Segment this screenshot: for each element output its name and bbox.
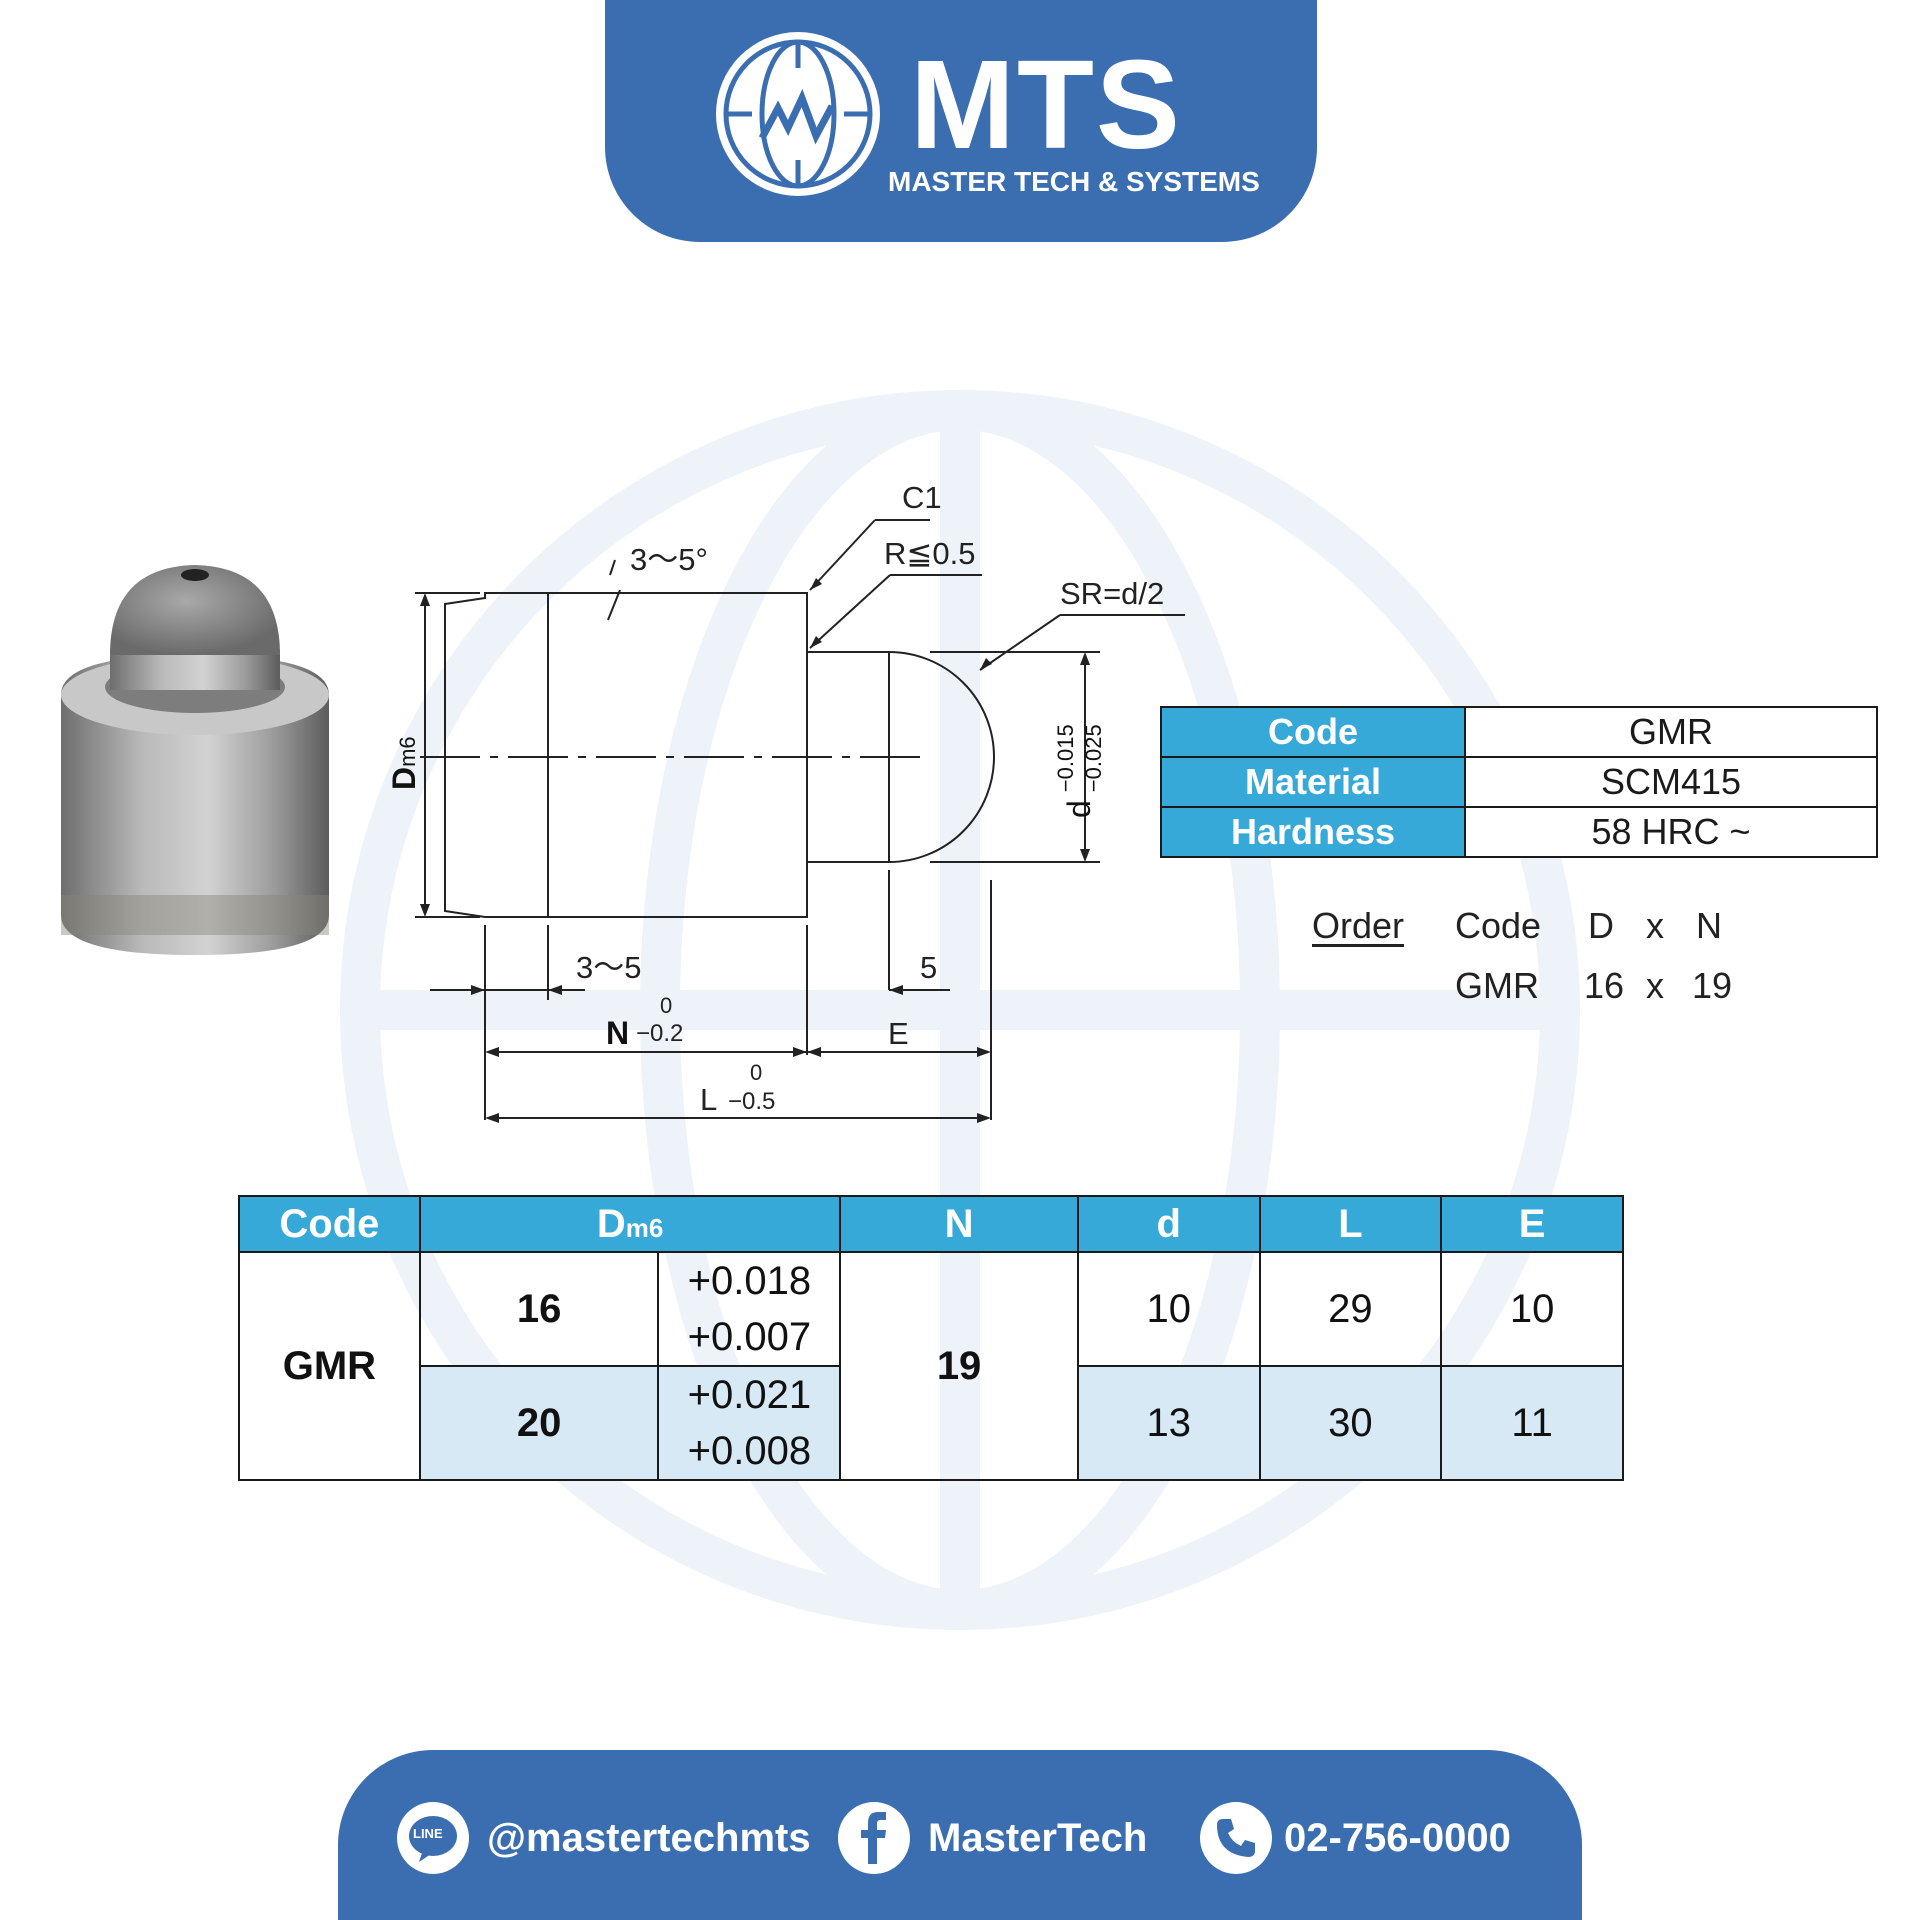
diameter-fit: m6: [395, 736, 420, 767]
phone-number: 02-756-0000: [1284, 1815, 1511, 1860]
n-dimension-label: N: [606, 1015, 630, 1051]
cell-tol-lower: +0.007: [657, 1309, 842, 1367]
order-header-code: Code: [1455, 905, 1542, 946]
small-d-tol-upper: −0.015: [1053, 724, 1078, 793]
spec-value: SCM415: [1464, 756, 1878, 808]
spec-row: Hardness 58 HRC ~: [1160, 806, 1878, 858]
spec-row: Material SCM415: [1160, 756, 1878, 808]
order-header-x: x: [1646, 905, 1664, 946]
phone-contact[interactable]: 02-756-0000: [1200, 1800, 1511, 1876]
spec-value: GMR: [1464, 706, 1878, 758]
l-tol-upper: 0: [750, 1060, 763, 1085]
header-code: Code: [238, 1195, 421, 1253]
header-diameter-fit: m6: [625, 1212, 664, 1243]
n-tol-upper: 0: [660, 993, 673, 1018]
phone-icon: [1200, 1802, 1272, 1874]
brand-subtitle: MASTER TECH & SYSTEMS: [888, 166, 1260, 197]
spec-row: Code GMR: [1160, 706, 1878, 758]
header-l: L: [1258, 1195, 1443, 1253]
line-contact[interactable]: LINE @mastertechmts: [397, 1800, 811, 1876]
spec-key: Material: [1160, 756, 1466, 808]
chamfer-label: C1: [902, 480, 942, 515]
table-header-row: Code Dm6 N d L E: [238, 1195, 1624, 1253]
tip-length-label: 5: [920, 950, 938, 985]
header-n: N: [839, 1195, 1079, 1253]
e-dimension-label: E: [888, 1016, 909, 1051]
cell-l: 30: [1258, 1365, 1443, 1481]
header-d: d: [1076, 1195, 1261, 1253]
globe-logo-icon: [716, 32, 880, 196]
order-example-n: 19: [1692, 965, 1733, 1006]
diameter-letter: D: [386, 766, 422, 790]
order-label: Order: [1312, 905, 1405, 946]
header-e: E: [1440, 1195, 1624, 1253]
facebook-contact[interactable]: MasterTech: [838, 1800, 1147, 1876]
radius-label: R≦0.5: [884, 536, 976, 571]
header-diameter-main: D: [596, 1201, 626, 1246]
l-tol-lower: −0.5: [728, 1088, 776, 1115]
small-d-tol-lower: −0.025: [1080, 724, 1106, 793]
spec-value: 58 HRC ~: [1464, 806, 1878, 858]
spec-key: Code: [1160, 706, 1466, 758]
order-header-d: D: [1588, 905, 1614, 946]
technical-drawing: [415, 519, 1185, 1123]
header-diameter: Dm6: [418, 1195, 842, 1253]
line-handle: @mastertechmts: [487, 1815, 811, 1860]
small-diameter-label: d −0.015 −0.025: [1052, 724, 1107, 818]
cell-code: GMR: [238, 1251, 421, 1481]
footer-banner: [338, 1750, 1582, 1920]
order-header-n: N: [1696, 905, 1722, 946]
taper-length-label: 3～5: [576, 950, 642, 985]
cell-e: 10: [1440, 1251, 1624, 1367]
cell-tol-lower: +0.008: [657, 1423, 842, 1481]
cell-e: 11: [1440, 1365, 1624, 1481]
n-tol-lower: −0.2: [636, 1020, 684, 1047]
order-example-x: x: [1646, 965, 1664, 1006]
spec-table: Code GMR Material SCM415 Hardness 58 HRC…: [1160, 706, 1878, 858]
line-icon-text: LINE: [413, 1826, 443, 1841]
order-example-d: 16: [1584, 965, 1625, 1006]
dimension-table: Code Dm6 N d L E GMR 16 +0.018 19 10 29 …: [238, 1195, 1624, 1481]
cell-tol-upper: +0.018: [657, 1251, 842, 1309]
cell-d: 10: [1076, 1251, 1261, 1367]
table-row: GMR 16 +0.018 19 10 29 10: [238, 1251, 1624, 1481]
cell-d: 13: [1076, 1365, 1261, 1481]
cell-l: 29: [1258, 1251, 1443, 1367]
table-row: +0.008: [239, 1423, 1623, 1481]
l-dimension-label: L: [700, 1082, 718, 1117]
spec-key: Hardness: [1160, 806, 1466, 858]
facebook-icon: [838, 1802, 910, 1874]
sphere-radius-label: SR=d/2: [1060, 576, 1165, 611]
table-row: +0.007: [239, 1309, 1623, 1367]
product-photo: [61, 565, 329, 955]
cell-n: 19: [839, 1251, 1079, 1481]
table-row: 20 +0.021 13 30 11: [239, 1365, 1624, 1481]
cell-tol-upper: +0.021: [657, 1365, 842, 1423]
brand-name: MTS: [910, 34, 1182, 175]
cell-diameter: 16: [418, 1251, 660, 1367]
facebook-name: MasterTech: [928, 1815, 1148, 1860]
small-d-letter: d: [1061, 800, 1097, 818]
line-chat-icon: [397, 1802, 469, 1874]
order-example-code: GMR: [1455, 965, 1539, 1006]
cell-diameter: 20: [418, 1365, 660, 1481]
diameter-label: Dm6: [386, 736, 423, 790]
angle-label: 3～5°: [630, 542, 708, 577]
